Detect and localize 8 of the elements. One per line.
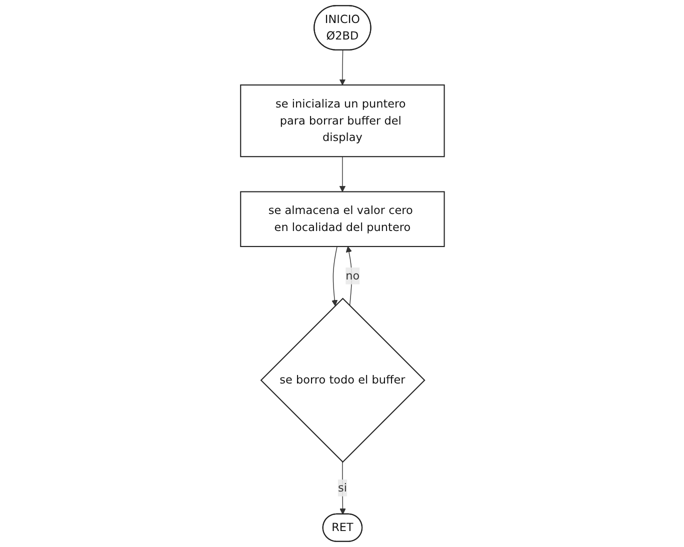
node-box: se inicializa un puntero para borrar buffer del display	[240, 84, 444, 158]
node-box: se almacena el valor cero en localidad del puntero	[240, 191, 444, 248]
arrow	[338, 156, 346, 192]
node-diamond: se borro todo el buffer	[260, 298, 425, 463]
edge-label: si	[338, 480, 346, 494]
arrow	[338, 50, 346, 86]
arrow	[331, 246, 338, 306]
edge-label: no	[345, 268, 360, 282]
